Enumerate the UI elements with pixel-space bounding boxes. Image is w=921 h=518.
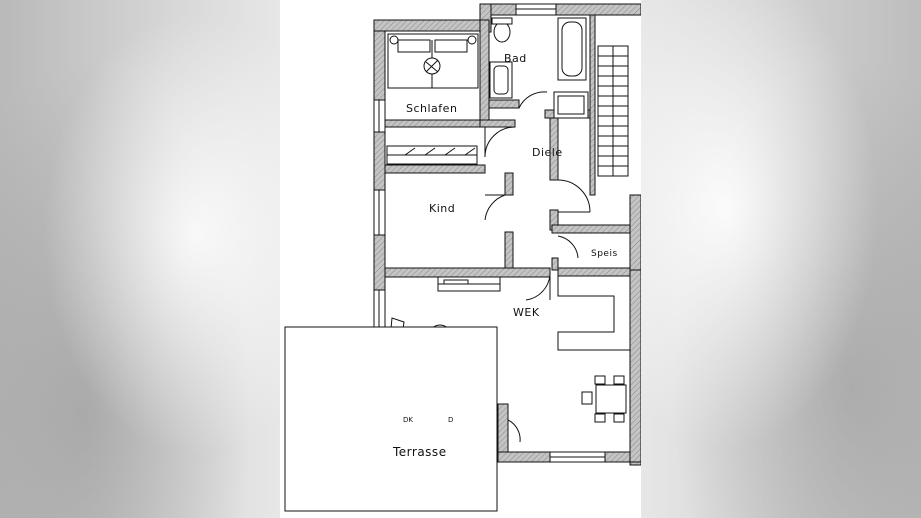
room-label-kind: Kind <box>429 202 455 215</box>
door-diele-right <box>557 179 591 213</box>
bath-fixtures <box>489 17 589 119</box>
door-schlafen <box>484 126 516 158</box>
room-label-speis: Speis <box>591 249 618 259</box>
door-terrasse <box>507 419 521 443</box>
room-label-bad: Bad <box>504 52 527 65</box>
window-marker-d: D <box>448 416 453 424</box>
floor-plan-drawing: Bad Schlafen Diele Kind Speis WEK Terras… <box>284 3 641 512</box>
wardrobe-kind <box>437 276 501 292</box>
bed <box>387 33 479 89</box>
door-wek <box>525 274 551 301</box>
wardrobe-bedroom <box>386 145 478 165</box>
terrace-outline <box>284 326 498 512</box>
door-speis <box>557 235 579 259</box>
interior-walls <box>384 14 631 278</box>
room-label-terrasse: Terrasse <box>392 445 447 459</box>
blurred-background-right <box>641 0 921 518</box>
kitchen-counter <box>557 275 631 351</box>
door-kind <box>484 194 506 221</box>
door-bad <box>518 91 548 109</box>
room-label-wek: WEK <box>513 306 540 319</box>
floor-plan: Bad Schlafen Diele Kind Speis WEK Terras… <box>280 0 641 518</box>
staircase <box>597 45 629 177</box>
room-label-schlafen: Schlafen <box>406 102 457 115</box>
blurred-background-left <box>0 0 280 518</box>
dining-table <box>581 375 627 423</box>
window-marker-dk: DK <box>403 416 413 424</box>
room-label-diele: Diele <box>532 146 563 159</box>
